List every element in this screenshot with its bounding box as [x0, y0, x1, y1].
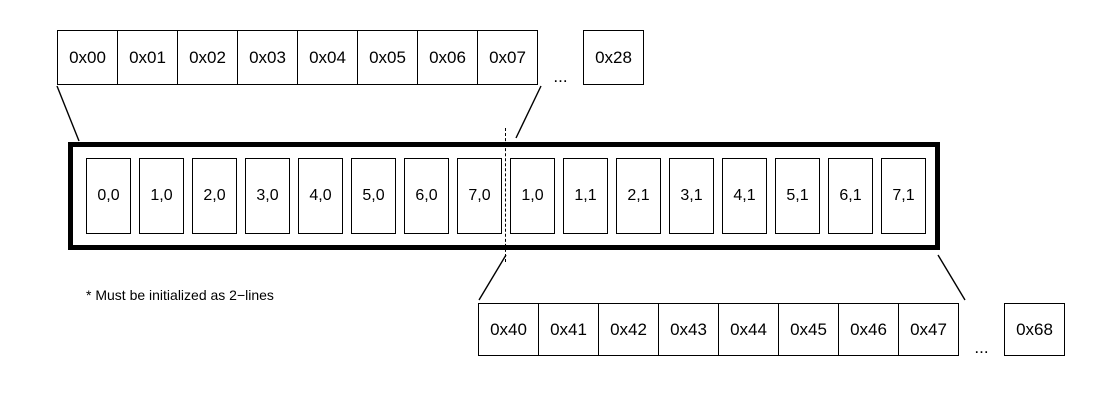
cache-line-cell: 6,0 — [404, 158, 449, 234]
address-cell: 0x46 — [838, 303, 899, 356]
cache-line-cell: 7,0 — [457, 158, 502, 234]
cache-line-cell: 7,1 — [881, 158, 926, 234]
cache-line-cell: 1,1 — [563, 158, 608, 234]
cache-line-cell: 2,0 — [192, 158, 237, 234]
address-cell: 0x47 — [898, 303, 959, 356]
address-cell-tail: 0x28 — [583, 30, 644, 85]
cache-line-cell: 0,0 — [86, 158, 131, 234]
address-cell: 0x40 — [478, 303, 539, 356]
cache-line-cell: 4,1 — [722, 158, 767, 234]
half-way-dashed-divider — [505, 128, 506, 262]
address-cell: 0x02 — [177, 30, 238, 85]
address-cell: 0x42 — [598, 303, 659, 356]
cache-line-box: 0,0 1,0 2,0 3,0 4,0 5,0 6,0 7,0 1,0 1,1 … — [68, 142, 940, 250]
cache-line-cell: 3,1 — [669, 158, 714, 234]
connector-line-bottom-left — [478, 254, 507, 301]
address-cell: 0x00 — [57, 30, 118, 85]
cache-line-cell: 5,0 — [351, 158, 396, 234]
ellipsis-marker: ... — [974, 338, 989, 357]
address-cell: 0x07 — [477, 30, 538, 85]
cache-line-cell: 3,0 — [245, 158, 290, 234]
cache-line-cell: 4,0 — [298, 158, 343, 234]
address-cell: 0x06 — [417, 30, 478, 85]
connector-line-bottom-right — [937, 254, 966, 301]
cache-line-cell-group: 0,0 1,0 2,0 3,0 4,0 5,0 6,0 7,0 1,0 1,1 … — [86, 158, 926, 234]
address-cell: 0x43 — [658, 303, 719, 356]
cache-line-cell: 5,1 — [775, 158, 820, 234]
address-cell: 0x44 — [718, 303, 779, 356]
cache-line-cell: 2,1 — [616, 158, 661, 234]
cache-line-cell: 1,0 — [139, 158, 184, 234]
connector-line-top-left — [56, 85, 80, 142]
address-cell: 0x45 — [778, 303, 839, 356]
address-cell: 0x04 — [297, 30, 358, 85]
cache-line-cell: 1,0 — [510, 158, 555, 234]
footnote-text: * Must be initialized as 2−lines — [86, 287, 274, 303]
cache-line-cell: 6,1 — [828, 158, 873, 234]
address-cell: 0x05 — [357, 30, 418, 85]
ellipsis-marker: ... — [553, 67, 568, 86]
top-address-row: 0x00 0x01 0x02 0x03 0x04 0x05 0x06 0x07 … — [57, 30, 644, 85]
address-cell: 0x01 — [117, 30, 178, 85]
address-cell: 0x03 — [237, 30, 298, 85]
address-cell-tail: 0x68 — [1004, 303, 1065, 356]
bottom-address-row: 0x40 0x41 0x42 0x43 0x44 0x45 0x46 0x47 … — [478, 303, 1065, 356]
address-cell: 0x41 — [538, 303, 599, 356]
